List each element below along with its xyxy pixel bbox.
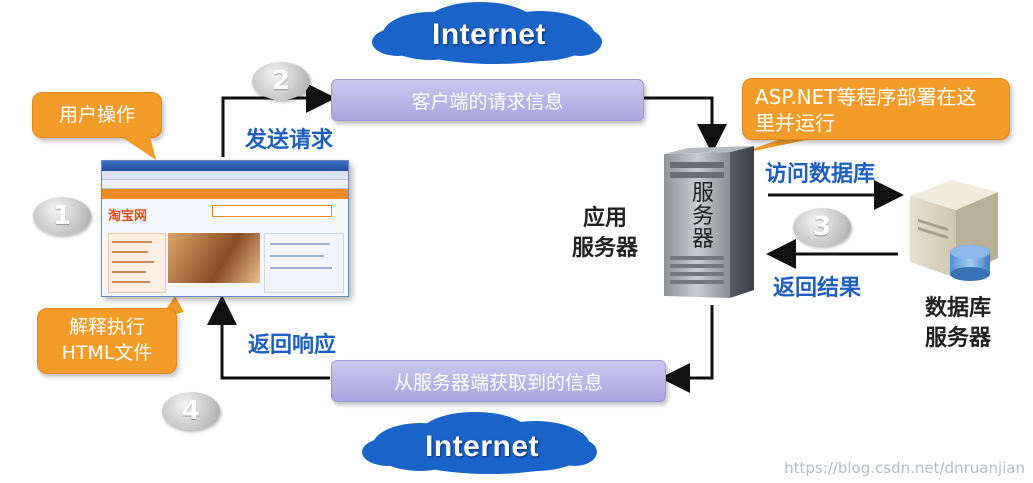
browser-site-banner — [168, 233, 260, 283]
app-server-line1: 应用 — [582, 206, 627, 231]
step-1-badge: 1 — [33, 197, 91, 235]
internet-label-top: Internet — [432, 18, 547, 51]
browser-titlebar — [102, 161, 348, 171]
internet-label-bottom: Internet — [425, 430, 540, 463]
label-app-server: 应用 服务器 — [560, 204, 650, 264]
label-send-request: 发送请求 — [245, 128, 334, 153]
browser-site-nav — [102, 189, 348, 199]
db-server-line1: 数据库 — [924, 296, 991, 321]
internet-cloud-top — [372, 2, 602, 64]
browser-toolbar — [102, 171, 348, 180]
browser-site-logo: 淘宝网 — [108, 209, 148, 224]
database-server-icon — [902, 170, 1018, 286]
callout-deploy-line1: ASP.NET等程序部署在这 — [755, 85, 977, 109]
browser-address-bar — [102, 180, 348, 189]
server-box-char2: 务 — [691, 204, 714, 229]
arrow-to-server — [643, 96, 727, 154]
internet-cloud-bottom — [362, 412, 597, 474]
server-box-char3: 器 — [691, 227, 714, 252]
callout-parse-html: 解释执行 HTML文件 — [37, 308, 177, 374]
callout-deploy-line2: 里并运行 — [755, 111, 835, 135]
server-box-label: 服 务 器 — [690, 182, 716, 251]
step-3-badge: 3 — [793, 208, 851, 246]
callout-deploy: ASP.NET等程序部署在这 里并运行 — [742, 78, 1010, 140]
callout-parse-line1: 解释执行 — [68, 316, 145, 338]
label-access-db: 访问数据库 — [765, 162, 876, 187]
server-tower-icon: 服 务 器 — [660, 146, 756, 300]
label-return-response: 返回响应 — [248, 333, 337, 358]
browser-window-image: 淘宝网 — [101, 160, 349, 297]
response-info-bar: 从服务器端获取到的信息 — [331, 360, 666, 402]
browser-site-panel — [264, 233, 344, 293]
label-db-server: 数据库 服务器 — [903, 294, 1013, 354]
callout-user-action: 用户操作 — [32, 92, 162, 138]
server-box-char1: 服 — [691, 181, 714, 206]
browser-site-sidebar — [108, 233, 166, 293]
browser-site-search — [212, 205, 332, 217]
arrow-send-request — [221, 83, 336, 157]
watermark-url: https://blog.csdn.net/dnruanjian — [784, 459, 1025, 477]
db-server-line2: 服务器 — [924, 326, 991, 351]
callout-parse-line2: HTML文件 — [61, 342, 153, 364]
label-return-result: 返回结果 — [773, 276, 862, 301]
arrow-to-response — [660, 305, 714, 393]
step-2-badge: 2 — [252, 62, 310, 100]
step-4-badge: 4 — [162, 392, 220, 430]
arrow-return-response — [207, 295, 330, 380]
app-server-line2: 服务器 — [571, 236, 638, 261]
request-info-bar: 客户端的请求信息 — [331, 79, 644, 121]
